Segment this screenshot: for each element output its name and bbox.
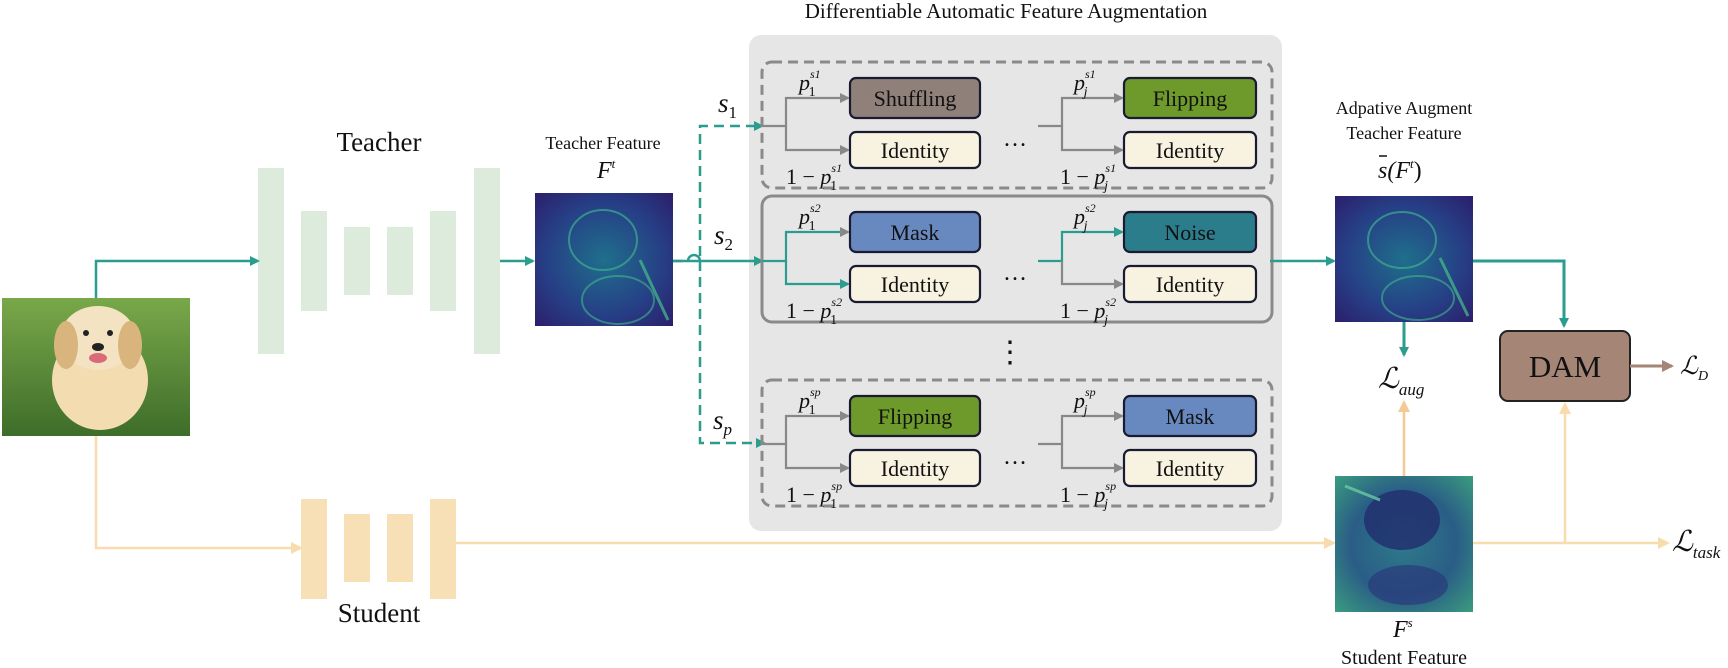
left-identity-box-label: Identity	[881, 456, 949, 481]
teacher-network	[258, 168, 500, 354]
strategy-s2-label: s2	[714, 220, 733, 254]
strategy-box-2	[760, 194, 1274, 324]
left-identity-box	[848, 448, 982, 488]
left-identity-box-label: Identity	[881, 138, 949, 163]
left-identity-connector	[784, 261, 850, 289]
right-identity-connector	[1060, 126, 1124, 155]
adaptive-label-line2: Teacher Feature	[1346, 123, 1461, 143]
strategy-sp-label: sp	[713, 405, 732, 439]
loss-task: ℒtask	[1672, 526, 1721, 562]
right-op-box	[1122, 210, 1258, 254]
input-dog-image	[2, 298, 190, 436]
right-identity-box	[1122, 130, 1258, 170]
input-to-student-arrow	[94, 436, 303, 554]
student-network	[301, 499, 456, 599]
right-op-box	[1122, 76, 1258, 120]
teacher-feature-symbol: Ft	[596, 156, 616, 184]
right-identity-box	[1122, 264, 1258, 304]
adaptive-feature-map	[1335, 196, 1473, 322]
student-feature-map	[1335, 476, 1473, 612]
left-identity-box	[848, 264, 982, 304]
diagram-title: Differentiable Automatic Feature Augment…	[805, 0, 1208, 23]
left-op-box	[848, 394, 982, 438]
horizontal-ellipsis: …	[1003, 126, 1027, 152]
right-identity-box	[1122, 448, 1258, 488]
branch-s2-line	[673, 253, 764, 266]
dam-label: DAM	[1529, 349, 1601, 384]
left-op-connector	[762, 411, 850, 446]
strategy-s1-label: s1	[718, 88, 737, 122]
branch-s1-line	[673, 121, 764, 263]
left-identity-connector	[784, 126, 850, 155]
student-feature-symbol: Fs	[1392, 615, 1413, 643]
right-op-connector	[1038, 227, 1124, 263]
input-to-teacher-arrow	[94, 256, 260, 298]
left-op-box-label: Flipping	[878, 404, 953, 429]
adaptive-feature-symbol: s(Ft)	[1378, 155, 1422, 184]
student-label: Student	[338, 598, 421, 628]
right-identity-connector	[1060, 261, 1124, 289]
adaptive-to-dam-arrow	[1473, 259, 1569, 328]
right-op-box-label: Mask	[1166, 404, 1215, 429]
horizontal-ellipsis: …	[1003, 444, 1027, 470]
left-identity-connector	[784, 444, 850, 473]
adaptive-label-line1: Adpative Augment	[1336, 98, 1472, 118]
left-op-box-label: Shuffling	[874, 86, 957, 111]
right-identity-box-label: Identity	[1156, 138, 1224, 163]
right-op-box-label: Noise	[1164, 220, 1215, 245]
teacher-feature-label: Teacher Feature	[545, 133, 660, 153]
right-op-connector	[1038, 411, 1124, 446]
left-op-box	[848, 210, 982, 254]
student-feature-label: Student Feature	[1341, 647, 1467, 668]
vertical-ellipsis: ⋮	[995, 336, 1025, 369]
left-op-connector	[762, 93, 850, 128]
right-identity-box-label: Identity	[1156, 456, 1224, 481]
left-op-box	[848, 76, 982, 120]
horizontal-ellipsis: …	[1003, 260, 1027, 286]
right-op-connector	[1038, 93, 1124, 128]
loss-d: ℒD	[1680, 353, 1708, 384]
teacher-feature-map	[535, 193, 673, 326]
right-op-box	[1122, 394, 1258, 438]
left-identity-box	[848, 130, 982, 170]
branch-sp-line	[698, 261, 766, 448]
loss-aug: ℒaug	[1378, 363, 1424, 399]
left-op-box-label: Mask	[891, 220, 940, 245]
left-op-connector	[762, 227, 850, 263]
teacher-label: Teacher	[336, 127, 421, 157]
left-identity-box-label: Identity	[881, 272, 949, 297]
right-identity-box-label: Identity	[1156, 272, 1224, 297]
right-op-box-label: Flipping	[1153, 86, 1228, 111]
right-identity-connector	[1060, 444, 1124, 473]
svg-text:s(Ft): s(Ft)	[1378, 156, 1422, 184]
